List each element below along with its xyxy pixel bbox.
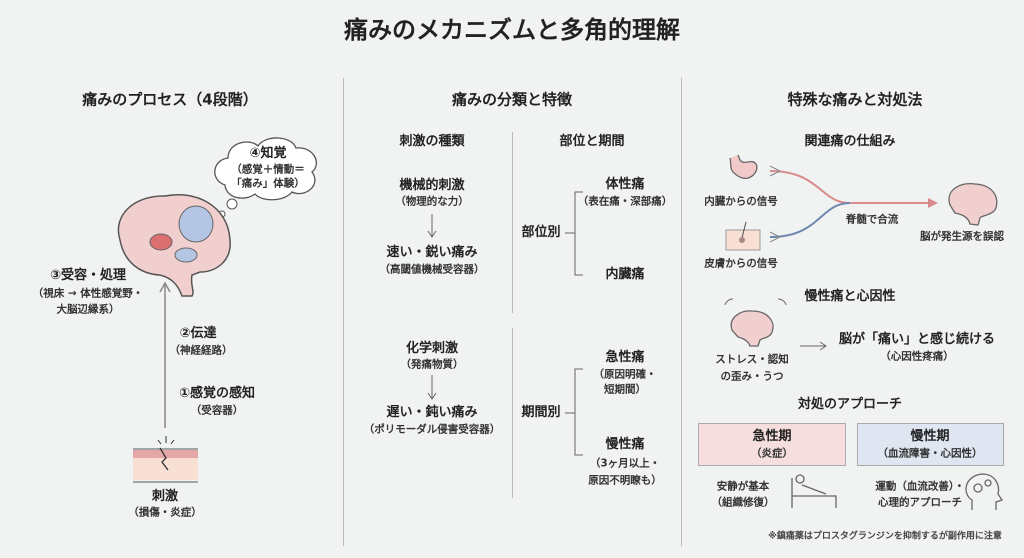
column-divider [343,78,344,546]
stimulus-sub: （損傷・炎症） [128,506,202,519]
stimulus-label: 刺激 [151,488,179,504]
somatic-pain: 体性痛 [605,176,645,192]
exercise-sub: 心理的アプローチ [878,496,962,509]
fast-pain-label: 速い・鋭い痛み [386,244,478,260]
exercise-label: 運動（血流改善）・ [875,480,965,493]
step3-sub: （視床 → 体性感覚野・ [32,287,144,300]
chronic-phase-box [857,423,1004,466]
thought-cloud-icon [214,137,317,218]
footnote: ※鎮痛薬はプロスタグランジンを抑制するが副作用に注意 [768,531,1002,542]
mechanical-sub: （物理的な力） [395,195,469,208]
subcolumn-divider [512,132,513,313]
by-duration-label: 期間別 [521,404,561,420]
stress-label: ストレス・認知 [715,353,789,366]
chronic-psych-title: 慢性痛と心因性 [804,288,896,304]
column-header-process: 痛みのプロセス（4段階） [82,90,258,109]
page-title: 痛みのメカニズムと多角的理解 [344,16,680,44]
step1-label: ①感覚の感知 [178,385,256,401]
subcolumn-divider [512,328,513,498]
skin-injury-icon [133,436,198,483]
chemical-sub: （発痛物質） [400,358,464,371]
slow-pain-label: 遅い・鈍い痛み [386,404,478,420]
rest-sub: （組織修復） [711,496,775,509]
step4-sub: （感覚＋情動＝ [231,163,305,176]
step3-sub: 大脳辺縁系） [56,303,120,316]
rest-label: 安静が基本 [716,480,770,493]
visceral-nerve [769,170,935,204]
stimulus-type-header: 刺激の種類 [399,133,465,149]
visceral-pain: 内臓痛 [605,266,645,282]
referred-pain-title: 関連痛の仕組み [804,133,896,149]
acute-pain-sub: （原因明確・ [593,368,657,381]
column-header-special: 特殊な痛みと対処法 [787,90,923,109]
head-gears-icon [965,473,1004,510]
step4-label: ④知覚 [249,145,287,161]
brain-misidentify-label: 脳が発生源を誤認 [920,230,1004,243]
skin-nerve [769,202,851,238]
column-divider [681,78,682,546]
by-site-label: 部位別 [521,224,561,240]
chemical-label: 化学刺激 [405,340,459,356]
chronic-pain-sub: 原因不明瞭も） [588,474,662,487]
stressed-brain-icon [724,298,787,347]
slow-pain-sub: （ポリモーダル侵害受容器） [363,423,501,436]
skin-icon [725,221,761,251]
spinal-merge-label: 脊髄で合流 [845,213,899,226]
duration-bracket [565,368,583,456]
chronic-pain: 慢性痛 [605,436,645,452]
step4-sub: 「痛み」体験） [231,177,305,190]
acute-pain-sub: 短期間） [604,383,646,396]
acute-phase-sub: （炎症） [751,447,793,460]
step1-sub: （受容器） [190,404,244,417]
chronic-phase-sub: （血流障害・心因性） [877,447,983,460]
fast-pain-sub: （高閾値機械受容器） [379,263,485,276]
stress-label: の歪み・うつ [720,370,784,383]
site-bracket [565,191,583,276]
psychogenic-pain-label: （心因性疼痛） [880,350,954,363]
stomach-icon [729,154,758,179]
visceral-signal-label: 内臓からの信号 [704,195,778,208]
bed-rest-icon [791,474,837,508]
step3-label: ③受容・処理 [49,267,127,283]
brain-icon [117,194,231,297]
approach-title: 対処のアプローチ [797,396,903,412]
chronic-pain-sub: （3ヶ月以上・ [589,457,661,470]
mechanical-label: 機械的刺激 [399,177,465,193]
column-header-classification: 痛みの分類と特徴 [451,90,573,109]
continuous-pain-label: 脳が「痛い」と感じ続ける [838,331,996,347]
acute-phase-box [698,423,846,466]
step2-sub: （神経経路） [169,344,233,357]
skin-signal-label: 皮膚からの信号 [704,257,778,270]
acute-phase-label: 急性期 [752,428,792,444]
acute-pain: 急性痛 [605,349,645,365]
somatic-pain-sub: （表在痛・深部痛） [577,195,673,208]
brain-small-icon [948,183,998,226]
chronic-phase-label: 慢性期 [910,428,950,444]
step2-label: ②伝達 [179,325,217,341]
site-duration-header: 部位と期間 [559,133,625,149]
